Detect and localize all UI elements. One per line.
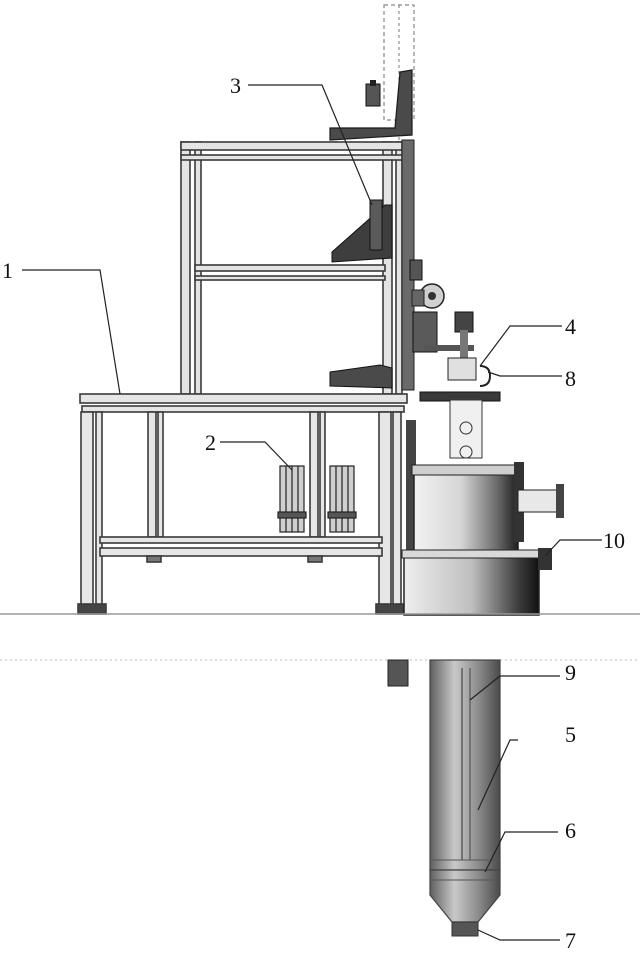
- crucible-cylinders: [277, 465, 357, 533]
- leader-lines: [22, 84, 602, 941]
- callout-10: 10: [603, 528, 625, 553]
- callout-1: 1: [2, 258, 13, 283]
- callout-2: 2: [205, 430, 216, 455]
- callout-8: 8: [565, 366, 576, 391]
- callout-7: 7: [565, 928, 576, 953]
- callout-6: 6: [565, 818, 576, 843]
- callout-4: 4: [565, 314, 576, 339]
- callout-3: 3: [230, 73, 241, 98]
- tower-frame: [180, 141, 403, 395]
- probe-shaft: [429, 659, 501, 937]
- work-table: [77, 393, 408, 615]
- callout-5: 5: [565, 722, 576, 747]
- furnace-vessel: [401, 420, 564, 616]
- drive-assembly: [409, 259, 501, 459]
- ground-line: [0, 613, 640, 687]
- callout-9: 9: [565, 660, 576, 685]
- top-bracket: [329, 69, 415, 391]
